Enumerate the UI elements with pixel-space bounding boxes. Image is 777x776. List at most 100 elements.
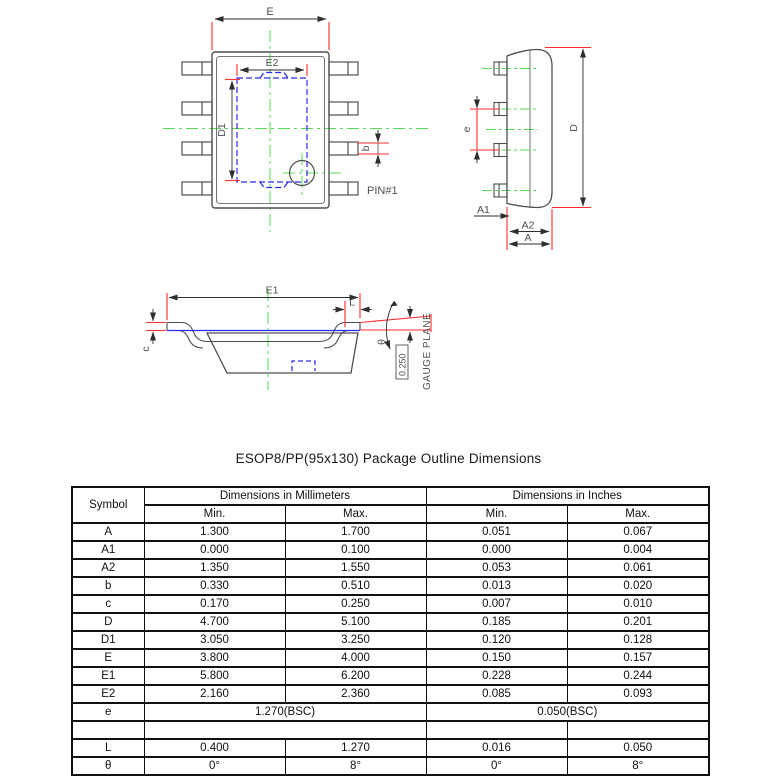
dim-label-theta: θ bbox=[376, 339, 388, 345]
table-row bbox=[71, 720, 710, 740]
cell-symbol: A2 bbox=[71, 558, 145, 578]
cell-in-max bbox=[566, 720, 710, 740]
cell-in-min: 0.016 bbox=[425, 738, 568, 758]
package-body-side bbox=[493, 48, 553, 209]
gauge-plane-line bbox=[167, 329, 360, 371]
cell-in-max: 0.157 bbox=[566, 648, 710, 668]
cell-symbol bbox=[71, 720, 145, 740]
cell-in-min: 0.053 bbox=[425, 558, 568, 578]
header-mm-max: Max. bbox=[284, 504, 427, 524]
cell-in-span: 0.050(BSC) bbox=[425, 702, 710, 722]
cell-in-min: 0.120 bbox=[425, 630, 568, 650]
cell-mm-min: 2.160 bbox=[143, 684, 286, 704]
cell-mm-span: 1.270(BSC) bbox=[143, 702, 427, 722]
header-in-max: Max. bbox=[566, 504, 710, 524]
dim-label-b: b bbox=[360, 145, 372, 151]
cell-in-max: 0.244 bbox=[566, 666, 710, 686]
cell-in-max: 8° bbox=[566, 756, 710, 776]
pin1-indicator bbox=[288, 159, 316, 187]
cell-in-max: 0.010 bbox=[566, 594, 710, 614]
cell-symbol: E2 bbox=[71, 684, 145, 704]
header-symbol: Symbol bbox=[71, 486, 145, 524]
dim-label-E: E bbox=[266, 6, 273, 18]
package-body-front bbox=[166, 321, 361, 374]
page-title: ESOP8/PP(95x130) Package Outline Dimensi… bbox=[235, 451, 542, 466]
gauge-value-label: 0.250 bbox=[398, 353, 408, 376]
package-body-top bbox=[181, 51, 359, 209]
cell-symbol: θ bbox=[71, 756, 145, 776]
header-mm-group: Dimensions in Millimeters bbox=[143, 486, 427, 506]
pin1-label: PIN#1 bbox=[367, 185, 398, 197]
cell-mm-min: 1.300 bbox=[143, 522, 286, 542]
cell-mm-min: 0° bbox=[143, 756, 286, 776]
cell-mm-min: 1.350 bbox=[143, 558, 286, 578]
cell-mm-max: 0.250 bbox=[284, 594, 427, 614]
table-subheader-row: Min. Max. Min. Max. bbox=[72, 504, 710, 524]
front-view-drawing: 0.250 GAUGE PLANE E1 L c θ bbox=[140, 285, 433, 390]
cell-mm-max: 1.700 bbox=[284, 522, 427, 542]
cell-symbol: A bbox=[71, 522, 145, 542]
cell-mm-min: 4.700 bbox=[143, 612, 286, 632]
gauge-value-box bbox=[395, 344, 409, 380]
cell-mm-span bbox=[143, 720, 427, 740]
cell-in-max: 0.201 bbox=[566, 612, 710, 632]
cell-in-max: 0.020 bbox=[566, 576, 710, 596]
cell-mm-min: 3.800 bbox=[143, 648, 286, 668]
cell-in-min: 0.150 bbox=[425, 648, 568, 668]
exposed-pad-outline bbox=[236, 71, 308, 189]
cell-symbol: e bbox=[71, 702, 145, 722]
dim-label-D: D bbox=[568, 124, 580, 132]
cell-mm-max: 5.100 bbox=[284, 612, 427, 632]
cell-mm-max: 1.270 bbox=[284, 738, 427, 758]
cell-mm-max: 1.550 bbox=[284, 558, 427, 578]
cell-mm-max: 0.510 bbox=[284, 576, 427, 596]
cell-symbol: E bbox=[71, 648, 145, 668]
cell-mm-min: 0.170 bbox=[143, 594, 286, 614]
cell-mm-min: 5.800 bbox=[143, 666, 286, 686]
cell-in-max: 0.128 bbox=[566, 630, 710, 650]
cell-in-min: 0.185 bbox=[425, 612, 568, 632]
cell-symbol: E1 bbox=[71, 666, 145, 686]
cell-mm-max: 2.360 bbox=[284, 684, 427, 704]
top-view-drawing: E E2 D1 b PIN#1 bbox=[163, 6, 430, 232]
cell-mm-max: 0.100 bbox=[284, 540, 427, 560]
cell-in-min: 0.051 bbox=[425, 522, 568, 542]
header-in-group: Dimensions in Inches bbox=[425, 486, 710, 506]
cell-in-max: 0.061 bbox=[566, 558, 710, 578]
cell-in-min bbox=[425, 720, 568, 740]
cell-in-max: 0.067 bbox=[566, 522, 710, 542]
cell-symbol: D bbox=[71, 612, 145, 632]
cell-symbol: A1 bbox=[71, 540, 145, 560]
dim-label-L: L bbox=[349, 297, 355, 309]
side-view-drawing: e D A1 A2 A bbox=[461, 46, 591, 250]
cell-in-min: 0.013 bbox=[425, 576, 568, 596]
dim-label-A2: A2 bbox=[522, 220, 535, 232]
dim-label-A1: A1 bbox=[477, 204, 490, 216]
dimensions-table: Symbol Dimensions in Millimeters Dimensi… bbox=[71, 486, 710, 776]
cell-symbol: b bbox=[71, 576, 145, 596]
cell-in-max: 0.004 bbox=[566, 540, 710, 560]
dim-label-D1: D1 bbox=[216, 123, 228, 137]
cell-mm-min: 0.000 bbox=[143, 540, 286, 560]
header-mm-min: Min. bbox=[143, 504, 286, 524]
package-outline-drawing: E E2 D1 b PIN#1 bbox=[140, 6, 591, 390]
cell-in-min: 0.000 bbox=[425, 540, 568, 560]
cell-mm-max: 3.250 bbox=[284, 630, 427, 650]
cell-in-min: 0.085 bbox=[425, 684, 568, 704]
cell-mm-max: 8° bbox=[284, 756, 427, 776]
cell-mm-min: 0.330 bbox=[143, 576, 286, 596]
cell-in-min: 0° bbox=[425, 756, 568, 776]
table-header-row: Symbol Dimensions in Millimeters Dimensi… bbox=[71, 486, 710, 524]
cell-mm-max: 6.200 bbox=[284, 666, 427, 686]
